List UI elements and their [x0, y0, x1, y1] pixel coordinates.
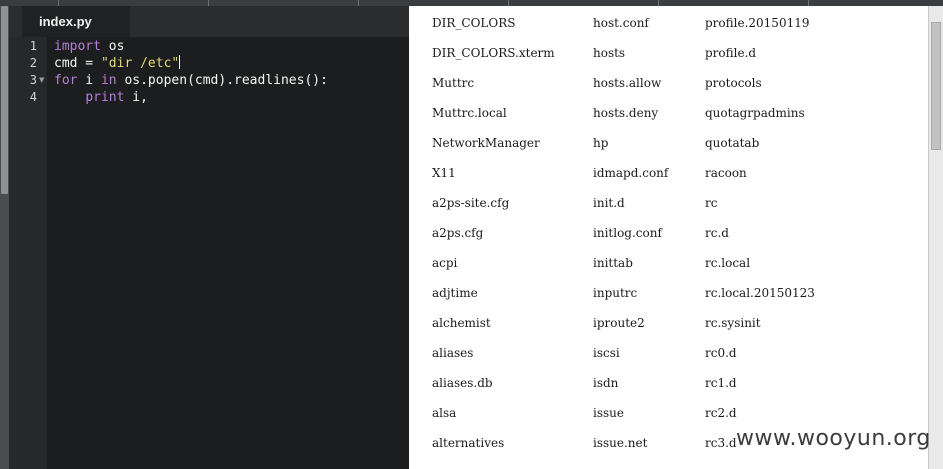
- keyword: print: [85, 90, 125, 105]
- output-entry: rc.local.20150123: [705, 286, 815, 300]
- output-entry: rc: [705, 196, 718, 210]
- code-text: cmd =: [54, 56, 101, 71]
- code-line-2: cmd = "dir /etc": [54, 55, 181, 72]
- output-scrollbar[interactable]: [928, 6, 943, 469]
- output-entry: rc3.d: [705, 436, 737, 450]
- output-entry: hp: [593, 136, 609, 150]
- output-entry: X11: [432, 166, 456, 180]
- output-entry: issue: [593, 406, 624, 420]
- output-entry: idmapd.conf: [593, 166, 669, 180]
- code-text: i: [77, 73, 101, 88]
- output-entry: init.d: [593, 196, 625, 210]
- output-entry: rc.local: [705, 256, 751, 270]
- output-entry: alsa: [432, 406, 457, 420]
- output-entry: profile.20150119: [705, 16, 810, 30]
- output-entry: Muttrc: [432, 76, 475, 90]
- fold-arrow-icon[interactable]: ▼: [39, 76, 45, 84]
- string-literal: "dir /etc": [100, 56, 180, 71]
- line-number-gutter: 1 2 3 ▼ 4: [9, 37, 47, 469]
- output-entry: NetworkManager: [432, 136, 540, 150]
- strip-segment: [58, 0, 209, 6]
- output-entry: quotatab: [705, 136, 760, 150]
- code-indent: [54, 90, 85, 105]
- strip-segment: [508, 0, 659, 6]
- code-text: os.popen(cmd).readlines():: [116, 73, 328, 88]
- output-entry: hosts.deny: [593, 106, 659, 120]
- code-text: i,: [124, 90, 148, 105]
- output-entry: isdn: [593, 376, 619, 390]
- output-entry: iproute2: [593, 316, 645, 330]
- output-entry: DIR_COLORS: [432, 16, 516, 30]
- output-entry: adjtime: [432, 286, 478, 300]
- left-edge-scroll-thumb[interactable]: [1, 6, 8, 194]
- strip-segment: [208, 0, 359, 6]
- output-scroll-thumb[interactable]: [931, 22, 941, 150]
- output-entry: aliases.db: [432, 376, 493, 390]
- left-edge-scrollbar[interactable]: [0, 6, 9, 469]
- strip-segment: [808, 0, 943, 6]
- output-entry: rc1.d: [705, 376, 737, 390]
- line-number: 4: [29, 90, 37, 104]
- output-entry: hosts: [593, 46, 626, 60]
- watermark-text: www.wooyun.org: [736, 426, 931, 451]
- output-entry: rc.d: [705, 226, 729, 240]
- editor-tab-bar: index.py: [9, 6, 409, 37]
- tab-index-py[interactable]: index.py: [22, 6, 130, 37]
- code-line-4: print i,: [54, 89, 148, 106]
- output-entry: issue.net: [593, 436, 648, 450]
- output-entry: DIR_COLORS.xterm: [432, 46, 555, 60]
- line-number: 1: [29, 39, 37, 53]
- strip-segment: [358, 0, 509, 6]
- output-entry: Muttrc.local: [432, 106, 507, 120]
- output-entry: hosts.allow: [593, 76, 662, 90]
- output-entry: a2ps-site.cfg: [432, 196, 510, 210]
- output-entry: rc.sysinit: [705, 316, 761, 330]
- output-entry: rc2.d: [705, 406, 737, 420]
- keyword: for: [54, 73, 78, 88]
- output-entry: iscsi: [593, 346, 620, 360]
- output-entry: inputrc: [593, 286, 638, 300]
- output-entry: racoon: [705, 166, 747, 180]
- output-entry: rc0.d: [705, 346, 737, 360]
- code-editor[interactable]: import os cmd = "dir /etc" for i in os.p…: [47, 37, 409, 469]
- output-entry: profile.d: [705, 46, 757, 60]
- output-entry: host.conf: [593, 16, 649, 30]
- output-entry: quotagrpadmins: [705, 106, 805, 120]
- output-entry: acpi: [432, 256, 458, 270]
- keyword: import: [54, 39, 101, 54]
- line-number: 2: [29, 56, 37, 70]
- output-entry: a2ps.cfg: [432, 226, 484, 240]
- output-entry: protocols: [705, 76, 762, 90]
- code-line-3: for i in os.popen(cmd).readlines():: [54, 72, 328, 89]
- output-entry: initlog.conf: [593, 226, 662, 240]
- window-top-strip: [0, 0, 943, 6]
- keyword: in: [100, 73, 117, 88]
- output-entry: aliases: [432, 346, 474, 360]
- text-cursor: [179, 55, 181, 69]
- output-entry: inittab: [593, 256, 633, 270]
- strip-segment: [658, 0, 809, 6]
- code-text: os: [100, 39, 125, 54]
- line-number: 3: [29, 73, 37, 87]
- code-line-1: import os: [54, 38, 124, 55]
- output-entry: alternatives: [432, 436, 505, 450]
- output-entry: alchemist: [432, 316, 491, 330]
